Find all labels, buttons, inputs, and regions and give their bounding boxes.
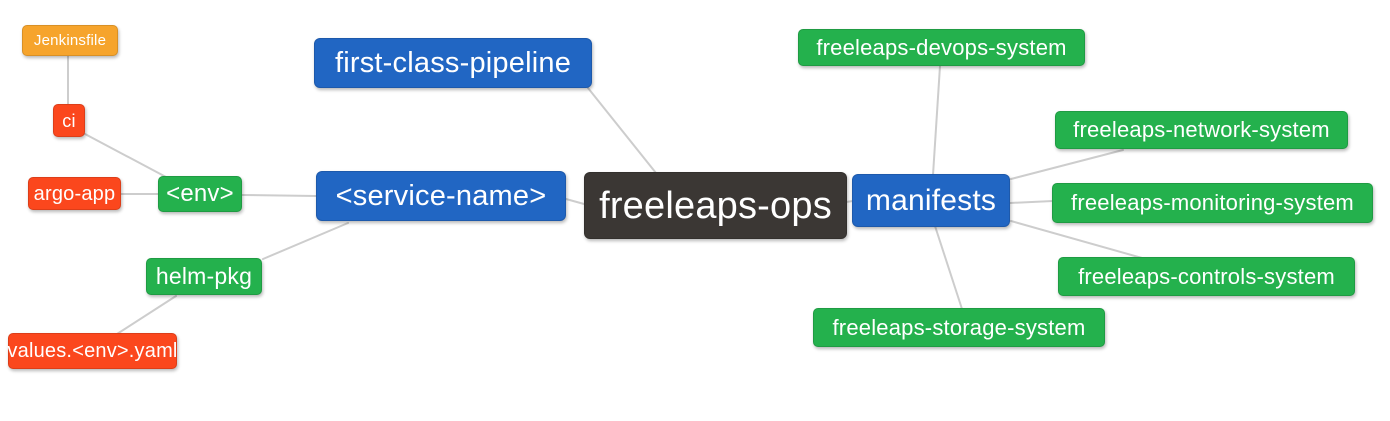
edge-manifests-controls bbox=[1010, 220, 1143, 259]
edge-manifests-network bbox=[1010, 149, 1124, 180]
node-freeleaps-storage-system[interactable]: freeleaps-storage-system bbox=[813, 308, 1105, 347]
edge-ci-env bbox=[84, 133, 167, 178]
node-jenkinsfile[interactable]: Jenkinsfile bbox=[22, 25, 118, 56]
edge-pipeline-freeleaps-ops bbox=[587, 87, 657, 174]
edge-manifests-storage bbox=[934, 225, 963, 310]
node-service-name[interactable]: <service-name> bbox=[316, 171, 566, 221]
node-freeleaps-monitoring-system[interactable]: freeleaps-monitoring-system bbox=[1052, 183, 1373, 223]
node-freeleaps-ops[interactable]: freeleaps-ops bbox=[584, 172, 847, 239]
edge-manifests-monitoring bbox=[1009, 200, 1054, 204]
node-freeleaps-network-system[interactable]: freeleaps-network-system bbox=[1055, 111, 1348, 149]
edge-helm-pkg-service-name bbox=[262, 222, 349, 260]
node-manifests[interactable]: manifests bbox=[852, 174, 1010, 227]
node-freeleaps-devops-system[interactable]: freeleaps-devops-system bbox=[798, 29, 1085, 66]
node-values-env-yaml[interactable]: values.<env>.yaml bbox=[7, 333, 177, 369]
node-first-class-pipeline[interactable]: first-class-pipeline bbox=[314, 38, 592, 88]
node-env[interactable]: <env> bbox=[158, 176, 242, 212]
node-helm-pkg[interactable]: helm-pkg bbox=[146, 258, 262, 295]
edge-manifests-devops bbox=[932, 65, 941, 176]
node-argo-app[interactable]: argo-app bbox=[28, 177, 121, 210]
edge-service-name-freeleaps-ops bbox=[565, 198, 585, 205]
edge-freeleaps-ops-manifests bbox=[845, 200, 854, 203]
node-freeleaps-controls-system[interactable]: freeleaps-controls-system bbox=[1058, 257, 1355, 296]
node-ci[interactable]: ci bbox=[53, 104, 85, 137]
edge-values-helm-pkg bbox=[116, 295, 177, 335]
edge-env-service-name bbox=[241, 194, 317, 197]
